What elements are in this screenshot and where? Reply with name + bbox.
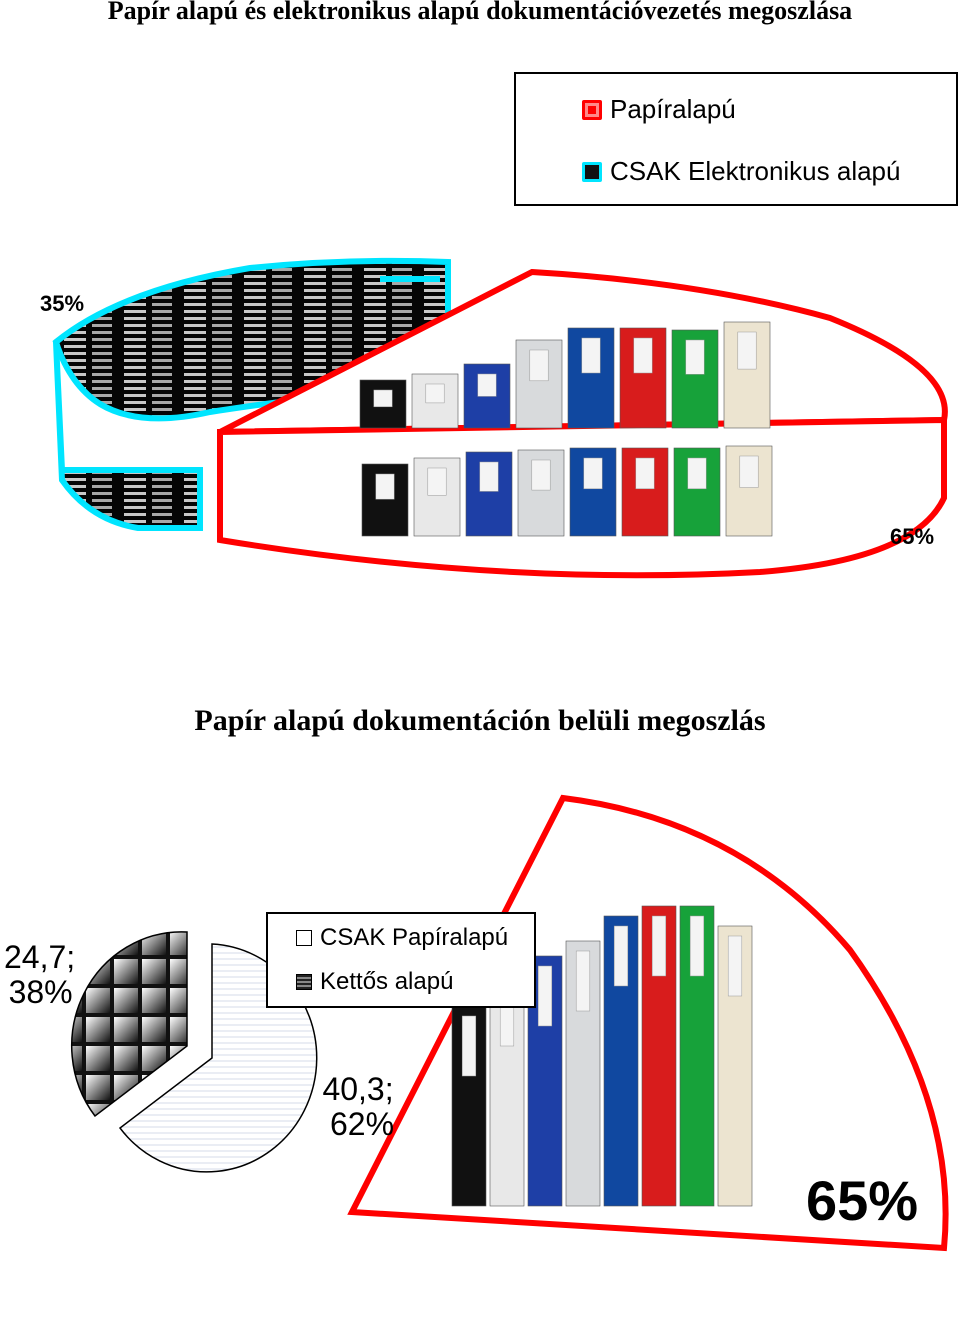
paper-swatch-icon (582, 99, 602, 120)
chart2-double-value-label: 24,7; 38% (4, 939, 76, 1011)
paper-only-swatch-icon (296, 930, 312, 946)
binder-label-icon (529, 349, 549, 382)
chart1-electronic-slice-wall (53, 341, 203, 531)
chart1-title: Papír alapú és elektronikus alapú dokume… (107, 0, 853, 25)
chart1-binders-top (359, 321, 771, 429)
chart2-double-percent: 38% (8, 974, 73, 1011)
binder-label-icon (685, 339, 705, 375)
chart1-legend: Papíralapú CSAK Elektronikus alapú (514, 72, 958, 206)
binder-label-icon (687, 457, 707, 490)
binder-label-icon (737, 331, 757, 370)
legend-label-electronic: CSAK Elektronikus alapú (610, 156, 901, 186)
binder-label-icon (427, 467, 447, 496)
chart2-title: Papír alapú dokumentáción belüli megoszl… (194, 704, 766, 737)
binder-label-icon (575, 950, 591, 1012)
legend-item-paper-only: CSAK Papíralapú (296, 924, 508, 952)
chart1-binders-wall (361, 445, 773, 537)
binder-label-icon (461, 1015, 477, 1077)
binder-label-icon (537, 965, 553, 1027)
binder-label-icon (651, 915, 667, 977)
chart1-electronic-value-label: 35% (40, 291, 85, 316)
chart2-paper-only-value: 40,3; (322, 1071, 394, 1107)
binder-label-icon (479, 461, 499, 492)
chart2-double-slice (70, 931, 188, 1118)
binder-label-icon (531, 459, 551, 491)
chart2-paper-only-percent: 62% (330, 1106, 395, 1143)
binder-label-icon (373, 389, 393, 408)
legend-item-paper: Papíralapú (582, 94, 736, 125)
binder-label-icon (689, 915, 705, 977)
chart2-double-value: 24,7; (4, 939, 76, 975)
chart2-binders (451, 905, 753, 1207)
chart1-paper-value-label: 65% (890, 524, 935, 549)
binder-label-icon (613, 925, 629, 987)
electronic-swatch-icon (582, 161, 602, 182)
chart1-pie (52, 257, 948, 579)
legend-item-double: Kettős alapú (296, 968, 453, 996)
binder-label-icon (425, 383, 445, 404)
legend-item-electronic: CSAK Elektronikus alapú (582, 156, 900, 187)
binder-label-icon (635, 457, 655, 490)
chart2-legend: CSAK Papíralapú Kettős alapú (266, 912, 536, 1008)
legend-label-paper: Papíralapú (610, 94, 736, 124)
binder-label-icon (477, 373, 497, 397)
binder-label-icon (583, 457, 603, 490)
chart2-pie (70, 794, 949, 1252)
legend-label-double: Kettős alapú (320, 968, 454, 995)
binder-label-icon (375, 473, 395, 500)
binder-label-icon (727, 935, 743, 997)
legend-label-paper-only: CSAK Papíralapú (320, 924, 509, 951)
binder-label-icon (581, 337, 601, 374)
binder-label-icon (633, 337, 653, 374)
chart2-paper-only-value-label: 40,3; 62% (322, 1071, 395, 1143)
double-swatch-icon (296, 974, 312, 990)
chart2-exploded-value-label: 65% (806, 1169, 919, 1232)
binder-label-icon (739, 455, 759, 488)
